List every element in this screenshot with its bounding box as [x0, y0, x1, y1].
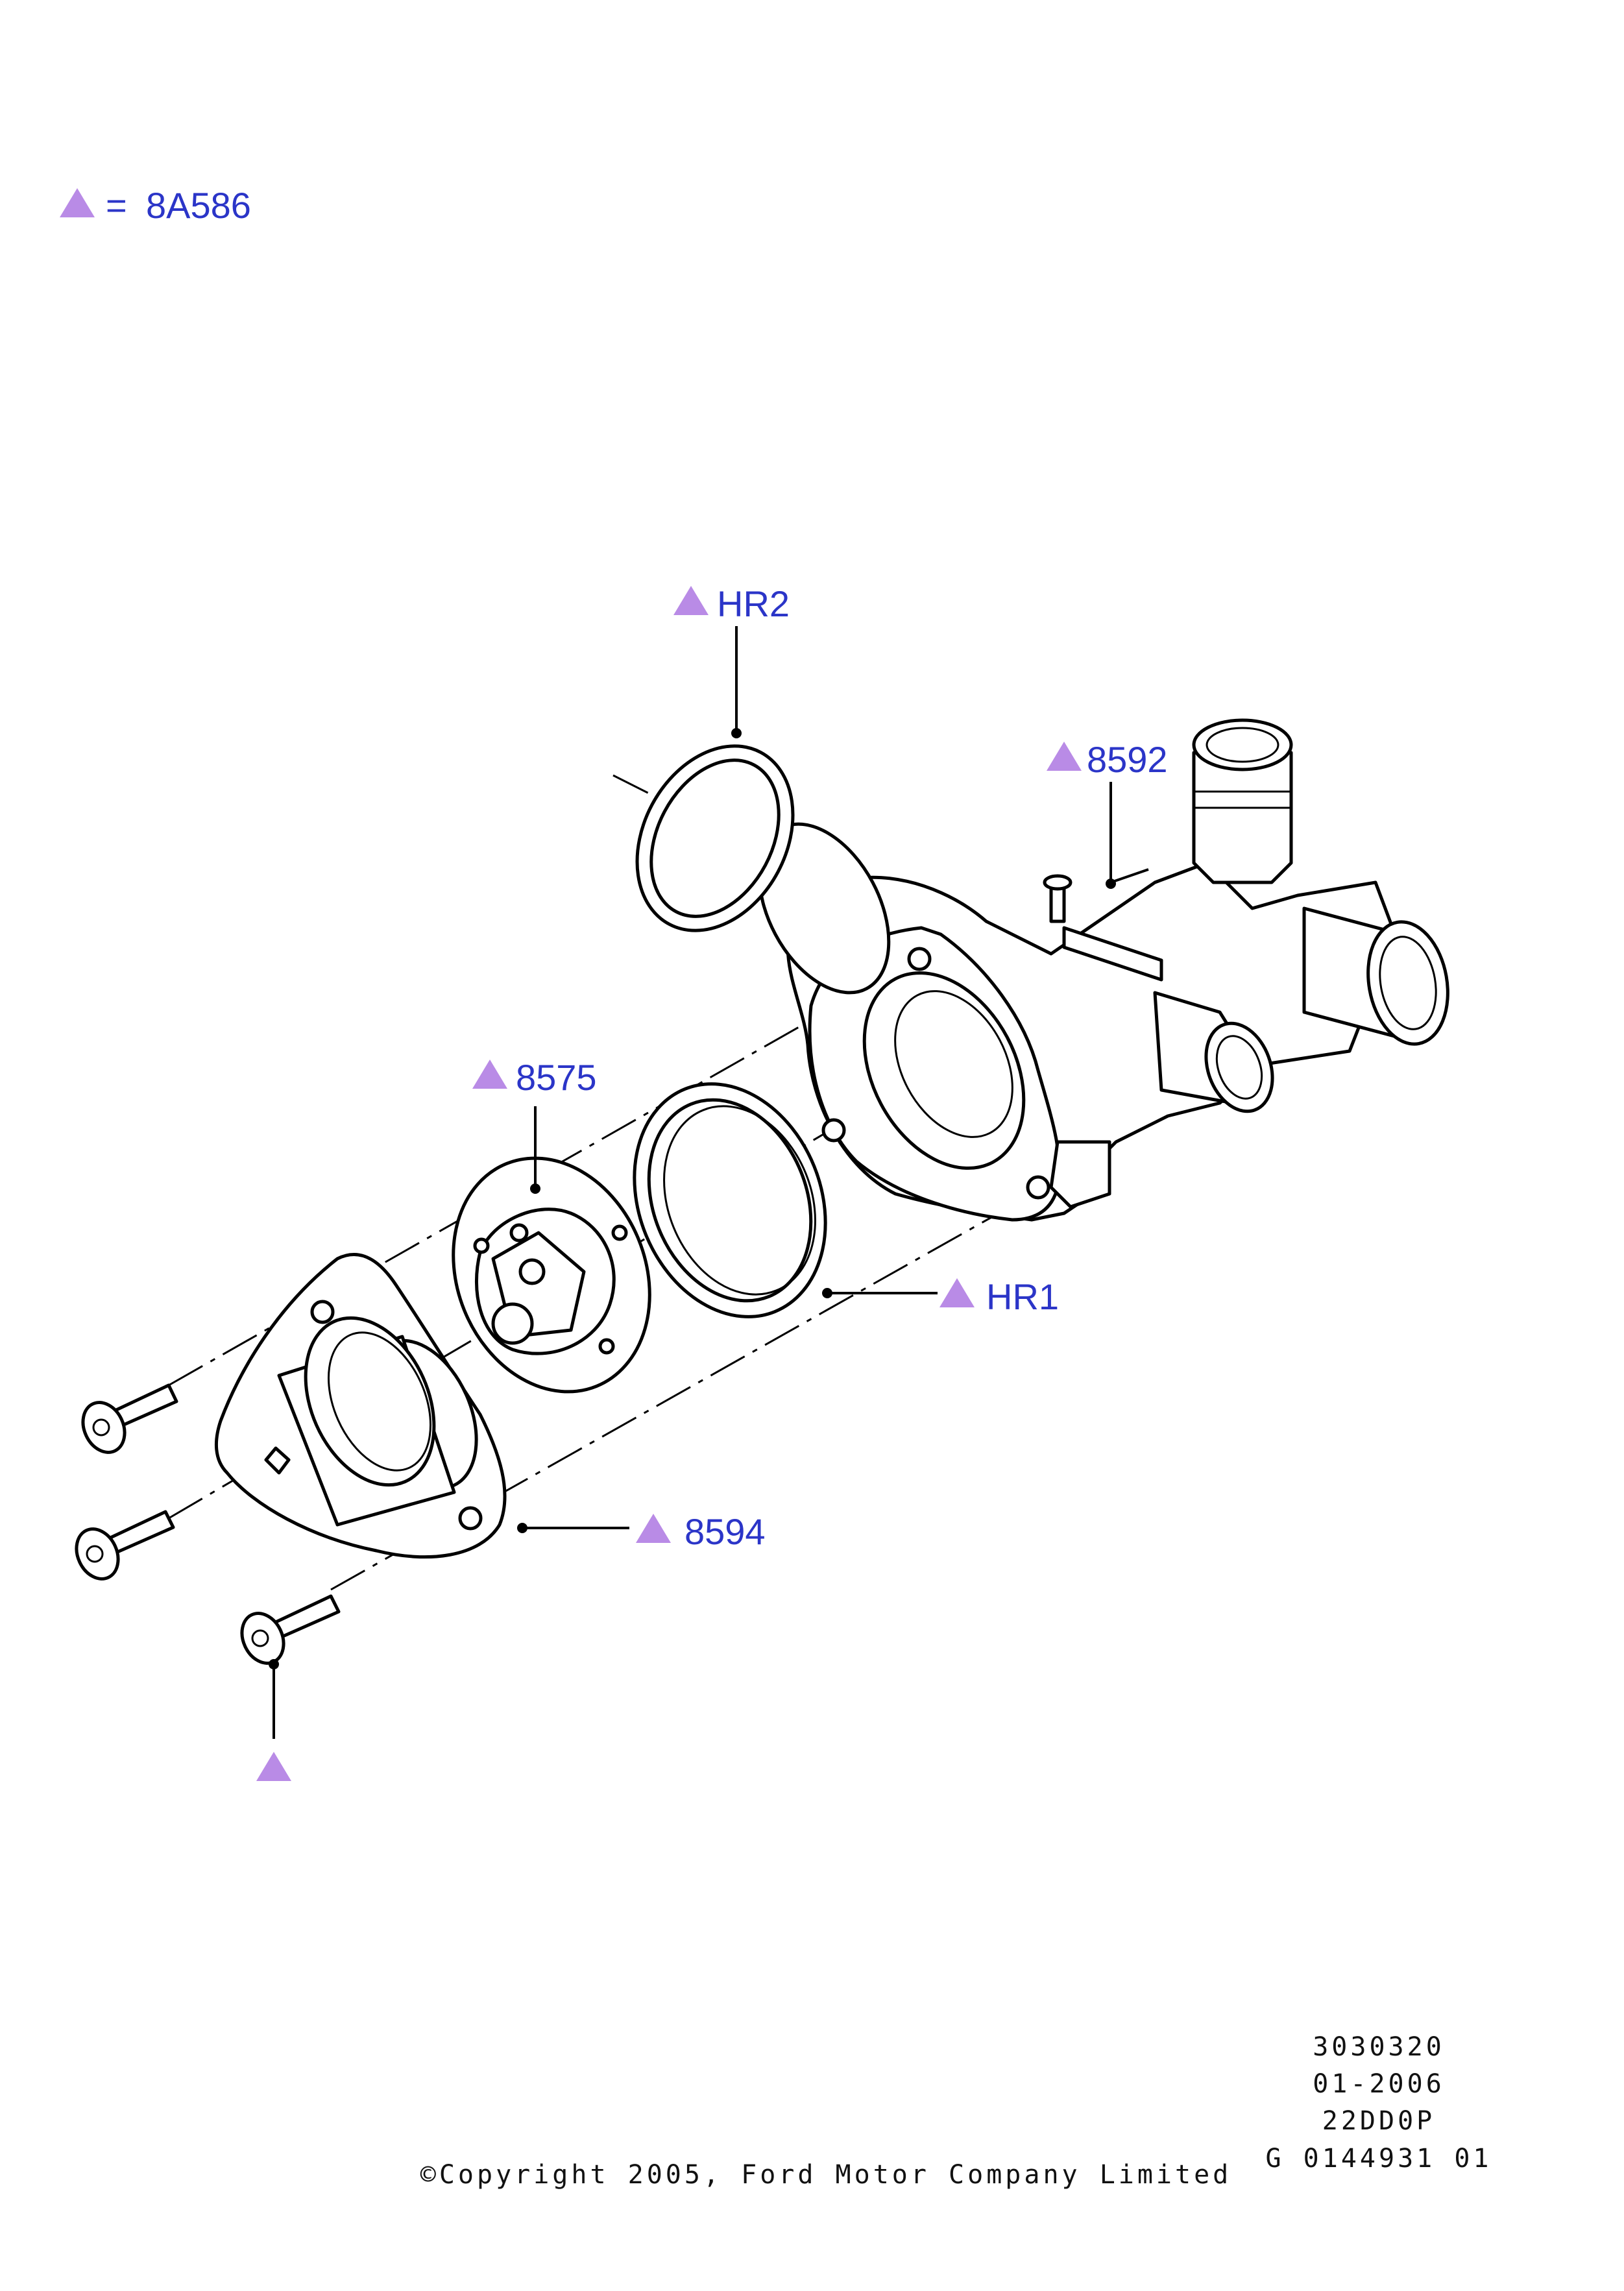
triangle-icon: [673, 586, 709, 615]
callout-hr2: HR2: [673, 583, 790, 738]
callout-label-hr2: HR2: [717, 583, 790, 624]
thermostat: [452, 1156, 651, 1394]
drawing-reference-block: 3030320 01-2006 22DD0P G 0144931 01: [1266, 2032, 1492, 2174]
callout-8592: 8592: [1047, 739, 1168, 889]
legend: = 8A586: [60, 185, 251, 226]
legend-equals: =: [106, 185, 127, 226]
drawing-code: 22DD0P: [1322, 2106, 1436, 2136]
callout-hr1: HR1: [822, 1276, 1059, 1317]
triangle-icon: [939, 1278, 975, 1307]
legend-code: 8A586: [146, 185, 251, 226]
water-outlet-connector: [214, 1253, 507, 1559]
triangle-icon: [472, 1060, 507, 1089]
triangle-icon: [636, 1514, 671, 1543]
callout-label-8575: 8575: [516, 1057, 597, 1098]
thermostat-housing: [757, 718, 1449, 1222]
o-ring-hr2: [635, 744, 795, 932]
callout-label-8594: 8594: [685, 1511, 766, 1552]
triangle-icon: [1047, 742, 1082, 771]
seal-hr1: [633, 1082, 827, 1318]
callout-label-8592: 8592: [1087, 739, 1168, 780]
callout-screw: [256, 1659, 291, 1781]
screw-upper: [81, 1383, 178, 1454]
callout-8594: 8594: [517, 1511, 766, 1552]
triangle-icon: [60, 188, 95, 217]
drawing-id: G 0144931 01: [1266, 2144, 1492, 2174]
screw-middle: [75, 1510, 175, 1581]
drawing-date: 01-2006: [1313, 2069, 1445, 2099]
drawing-number: 3030320: [1313, 2032, 1445, 2062]
callout-label-hr1: HR1: [986, 1276, 1059, 1317]
screw-lower: [240, 1594, 341, 1665]
copyright-notice: ©Copyright 2005, Ford Motor Company Limi…: [420, 2160, 1232, 2190]
triangle-icon: [256, 1752, 291, 1781]
callout-8575: 8575: [472, 1057, 597, 1194]
